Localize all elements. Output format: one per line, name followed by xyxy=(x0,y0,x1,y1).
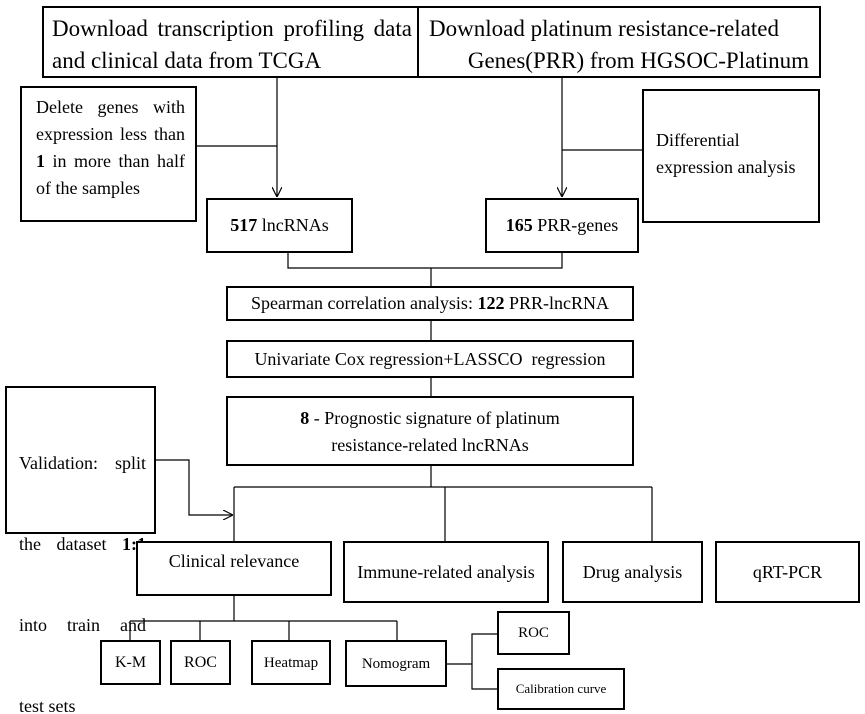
cox-regression-box: Univariate Cox regression+LASSCO regress… xyxy=(226,340,634,378)
drug-analysis-box: Drug analysis xyxy=(562,541,703,603)
nomogram-fork xyxy=(471,633,497,690)
delete-line4: of the samples xyxy=(36,178,140,198)
signature-line2: resistance-related lncRNAs xyxy=(331,435,529,455)
heatmap-label: Heatmap xyxy=(263,654,319,671)
heatmap-box: Heatmap xyxy=(251,640,331,685)
prognostic-signature-box: 8 - Prognostic signature of platinum res… xyxy=(226,396,634,466)
lncrnas-box: 517 lncRNAs xyxy=(206,198,353,253)
calibration-label: Calibration curve xyxy=(515,681,607,696)
arrow-validation xyxy=(156,459,232,515)
validation-line4: test sets xyxy=(19,696,76,714)
spearman-box: Spearman correlation analysis: 122 PRR-l… xyxy=(226,286,634,321)
delete-line1: Delete genes with xyxy=(36,97,185,117)
tcga-line1: Download transcription profiling data xyxy=(52,16,412,41)
roc-box: ROC xyxy=(170,640,231,685)
validation-box: Validation: split the dataset 1:1 into t… xyxy=(5,386,156,714)
delete-threshold-number: 1 xyxy=(36,151,45,171)
platinum-line1: Download platinum resistance-related xyxy=(429,16,779,41)
qrtpcr-label: qRT-PCR xyxy=(752,561,823,582)
prr-genes-box: 165 PRR-genes xyxy=(485,198,639,253)
spearman-prefix: Spearman correlation analysis: xyxy=(251,293,478,313)
spearman-suffix: PRR-lncRNA xyxy=(504,293,609,313)
delete-line3: in more than half xyxy=(45,151,186,171)
validation-line3: into train and xyxy=(19,615,146,635)
immune-analysis-box: Immune-related analysis xyxy=(343,541,549,603)
roc-label: ROC xyxy=(184,653,217,671)
delete-genes-box: Delete genes with expression less than 1… xyxy=(20,86,197,222)
calibration-curve-box: Calibration curve xyxy=(497,668,625,710)
differential-line2: expression analysis xyxy=(656,157,796,177)
platinum-download-box: Download platinum resistance-related Gen… xyxy=(417,6,821,78)
roc-nomogram-box: ROC xyxy=(497,611,570,655)
signature-count: 8 xyxy=(300,408,310,428)
drug-label: Drug analysis xyxy=(582,561,683,582)
platinum-line2: Genes(PRR) from HGSOC-Platinum xyxy=(467,48,809,73)
immune-label: Immune-related analysis xyxy=(357,561,535,582)
tcga-download-box: Download transcription profiling data an… xyxy=(42,6,422,78)
lncrnas-count: 517 xyxy=(230,215,258,235)
nomogram-box: Nomogram xyxy=(345,640,447,687)
delete-line2: expression less than xyxy=(36,124,185,144)
roc-nomogram-label: ROC xyxy=(518,625,549,641)
km-label: K-M xyxy=(114,653,147,671)
merge-lines xyxy=(287,252,563,269)
clinical-label: Clinical relevance xyxy=(168,551,300,571)
signature-line1: - Prognostic signature of platinum xyxy=(309,408,560,428)
lncrnas-label: lncRNAs xyxy=(257,215,329,235)
cox-label: Univariate Cox regression+LASSCO regress… xyxy=(254,348,606,369)
nomogram-label: Nomogram xyxy=(361,655,431,672)
km-box: K-M xyxy=(100,640,161,685)
qrt-pcr-box: qRT-PCR xyxy=(715,541,860,603)
spearman-count: 122 xyxy=(477,293,505,313)
validation-line2: the dataset xyxy=(19,534,122,554)
differential-expression-box: Differential expression analysis xyxy=(642,89,820,223)
validation-line1: Validation: split xyxy=(19,453,146,473)
prr-genes-count: 165 xyxy=(505,215,533,235)
clinical-relevance-box: Clinical relevance xyxy=(136,541,332,596)
differential-line1: Differential xyxy=(656,130,740,150)
prr-genes-label: PRR-genes xyxy=(532,215,619,235)
tcga-line2: and clinical data from TCGA xyxy=(52,48,322,73)
